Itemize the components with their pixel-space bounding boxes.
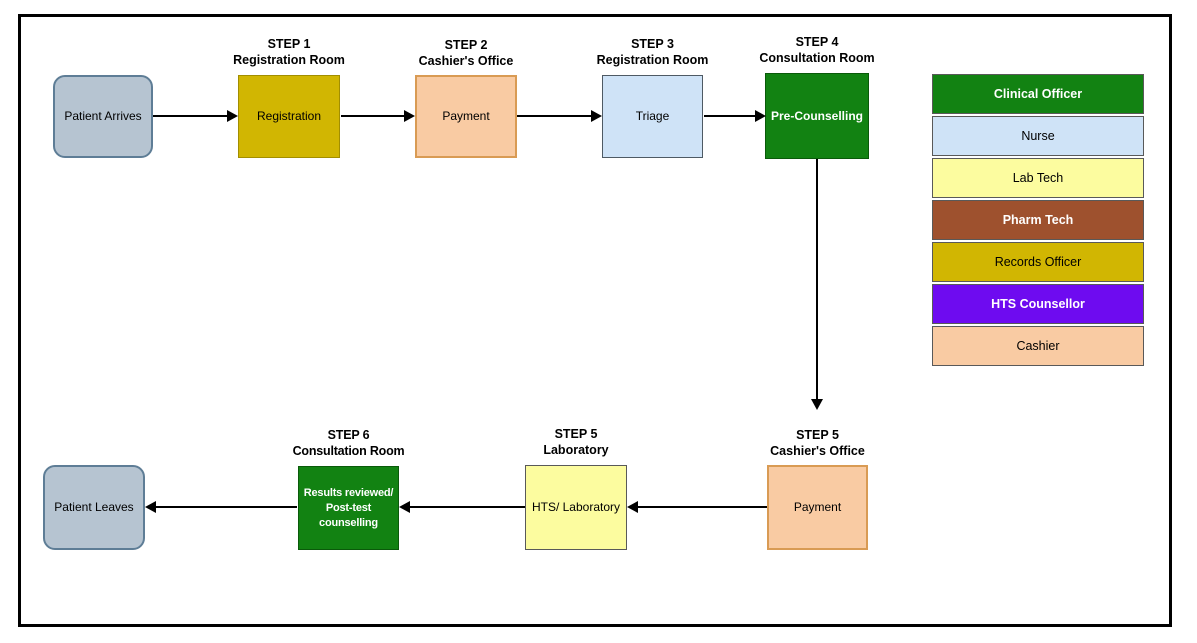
step-location: Consultation Room: [292, 444, 405, 458]
step-label: STEP 1 Registration Room: [199, 36, 379, 68]
step-label: STEP 6 Consultation Room: [259, 427, 439, 459]
step-number: STEP 1: [267, 37, 311, 51]
node-label-line1: Results reviewed/: [303, 486, 394, 499]
step-label: STEP 2 Cashier's Office: [376, 37, 556, 69]
legend-item-lab-tech: Lab Tech: [932, 158, 1144, 198]
step-location: Laboratory: [543, 443, 609, 457]
legend-item-clinical-officer: Clinical Officer: [932, 74, 1144, 114]
legend-item-cashier: Cashier: [932, 326, 1144, 366]
arrow-precounselling-to-payment: [811, 159, 823, 410]
flow-node-hts-laboratory: STEP 5 Laboratory HTS/ Laboratory: [525, 427, 627, 550]
step-location: Cashier's Office: [418, 54, 514, 68]
flow-node-registration: STEP 1 Registration Room Registration: [233, 37, 345, 158]
legend-item-records-officer: Records Officer: [932, 242, 1144, 282]
step-number: STEP 5: [554, 427, 598, 441]
step-number: STEP 6: [327, 428, 370, 442]
step-location: Cashier's Office: [770, 444, 865, 458]
arrow-results-to-leaves: [145, 501, 297, 513]
arrow-payment-to-laboratory: [627, 501, 767, 513]
step-number: STEP 5: [796, 428, 839, 442]
node-label: Patient Arrives: [64, 109, 142, 123]
arrow-arrives-to-registration: [153, 110, 238, 122]
flow-node-payment-2: STEP 5 Cashier's Office Payment: [767, 428, 868, 550]
step-number: STEP 4: [795, 35, 839, 49]
step-label: STEP 5 Laboratory: [486, 426, 666, 458]
flow-node-patient-arrives: Patient Arrives: [53, 75, 153, 158]
step-label: STEP 5 Cashier's Office: [728, 427, 908, 459]
legend-label: HTS Counsellor: [991, 297, 1085, 311]
node-label: Payment: [793, 500, 842, 514]
arrow-registration-to-payment: [341, 110, 415, 122]
node-label-line2: Post-test counselling: [319, 501, 378, 529]
node-label: Triage: [635, 109, 670, 123]
legend-label: Lab Tech: [1012, 171, 1064, 185]
legend-label: Nurse: [1021, 129, 1055, 143]
role-color-legend: Clinical Officer Nurse Lab Tech Pharm Te…: [932, 74, 1144, 368]
node-label: Registration: [256, 109, 322, 123]
legend-label: Records Officer: [994, 255, 1082, 269]
legend-item-nurse: Nurse: [932, 116, 1144, 156]
flow-node-triage: STEP 3 Registration Room Triage: [597, 37, 708, 158]
flow-node-payment-1: STEP 2 Cashier's Office Payment: [415, 38, 517, 158]
node-label: Pre-Counselling: [770, 108, 863, 123]
arrow-laboratory-to-results: [399, 501, 525, 513]
arrow-payment-to-triage: [517, 110, 602, 122]
flow-node-patient-leaves: Patient Leaves: [43, 465, 145, 550]
step-location: Registration Room: [233, 53, 345, 67]
step-number: STEP 2: [444, 38, 488, 52]
legend-label: Clinical Officer: [993, 87, 1083, 101]
flow-node-results-review: STEP 6 Consultation Room Results reviewe…: [293, 428, 405, 550]
node-label: HTS/ Laboratory: [531, 500, 621, 514]
step-location: Registration Room: [596, 53, 709, 67]
flow-node-pre-counselling: STEP 4 Consultation Room Pre-Counselling: [759, 35, 875, 159]
step-label: STEP 3 Registration Room: [563, 36, 743, 68]
node-label: Patient Leaves: [54, 500, 134, 514]
legend-item-hts-counsellor: HTS Counsellor: [932, 284, 1144, 324]
legend-label: Cashier: [1016, 339, 1060, 353]
step-location: Consultation Room: [759, 51, 875, 65]
step-label: STEP 4 Consultation Room: [727, 34, 907, 66]
legend-item-pharm-tech: Pharm Tech: [932, 200, 1144, 240]
node-label: Payment: [442, 109, 490, 123]
step-number: STEP 3: [631, 37, 674, 51]
legend-label: Pharm Tech: [1002, 213, 1074, 227]
arrow-triage-to-precounselling: [704, 110, 766, 122]
